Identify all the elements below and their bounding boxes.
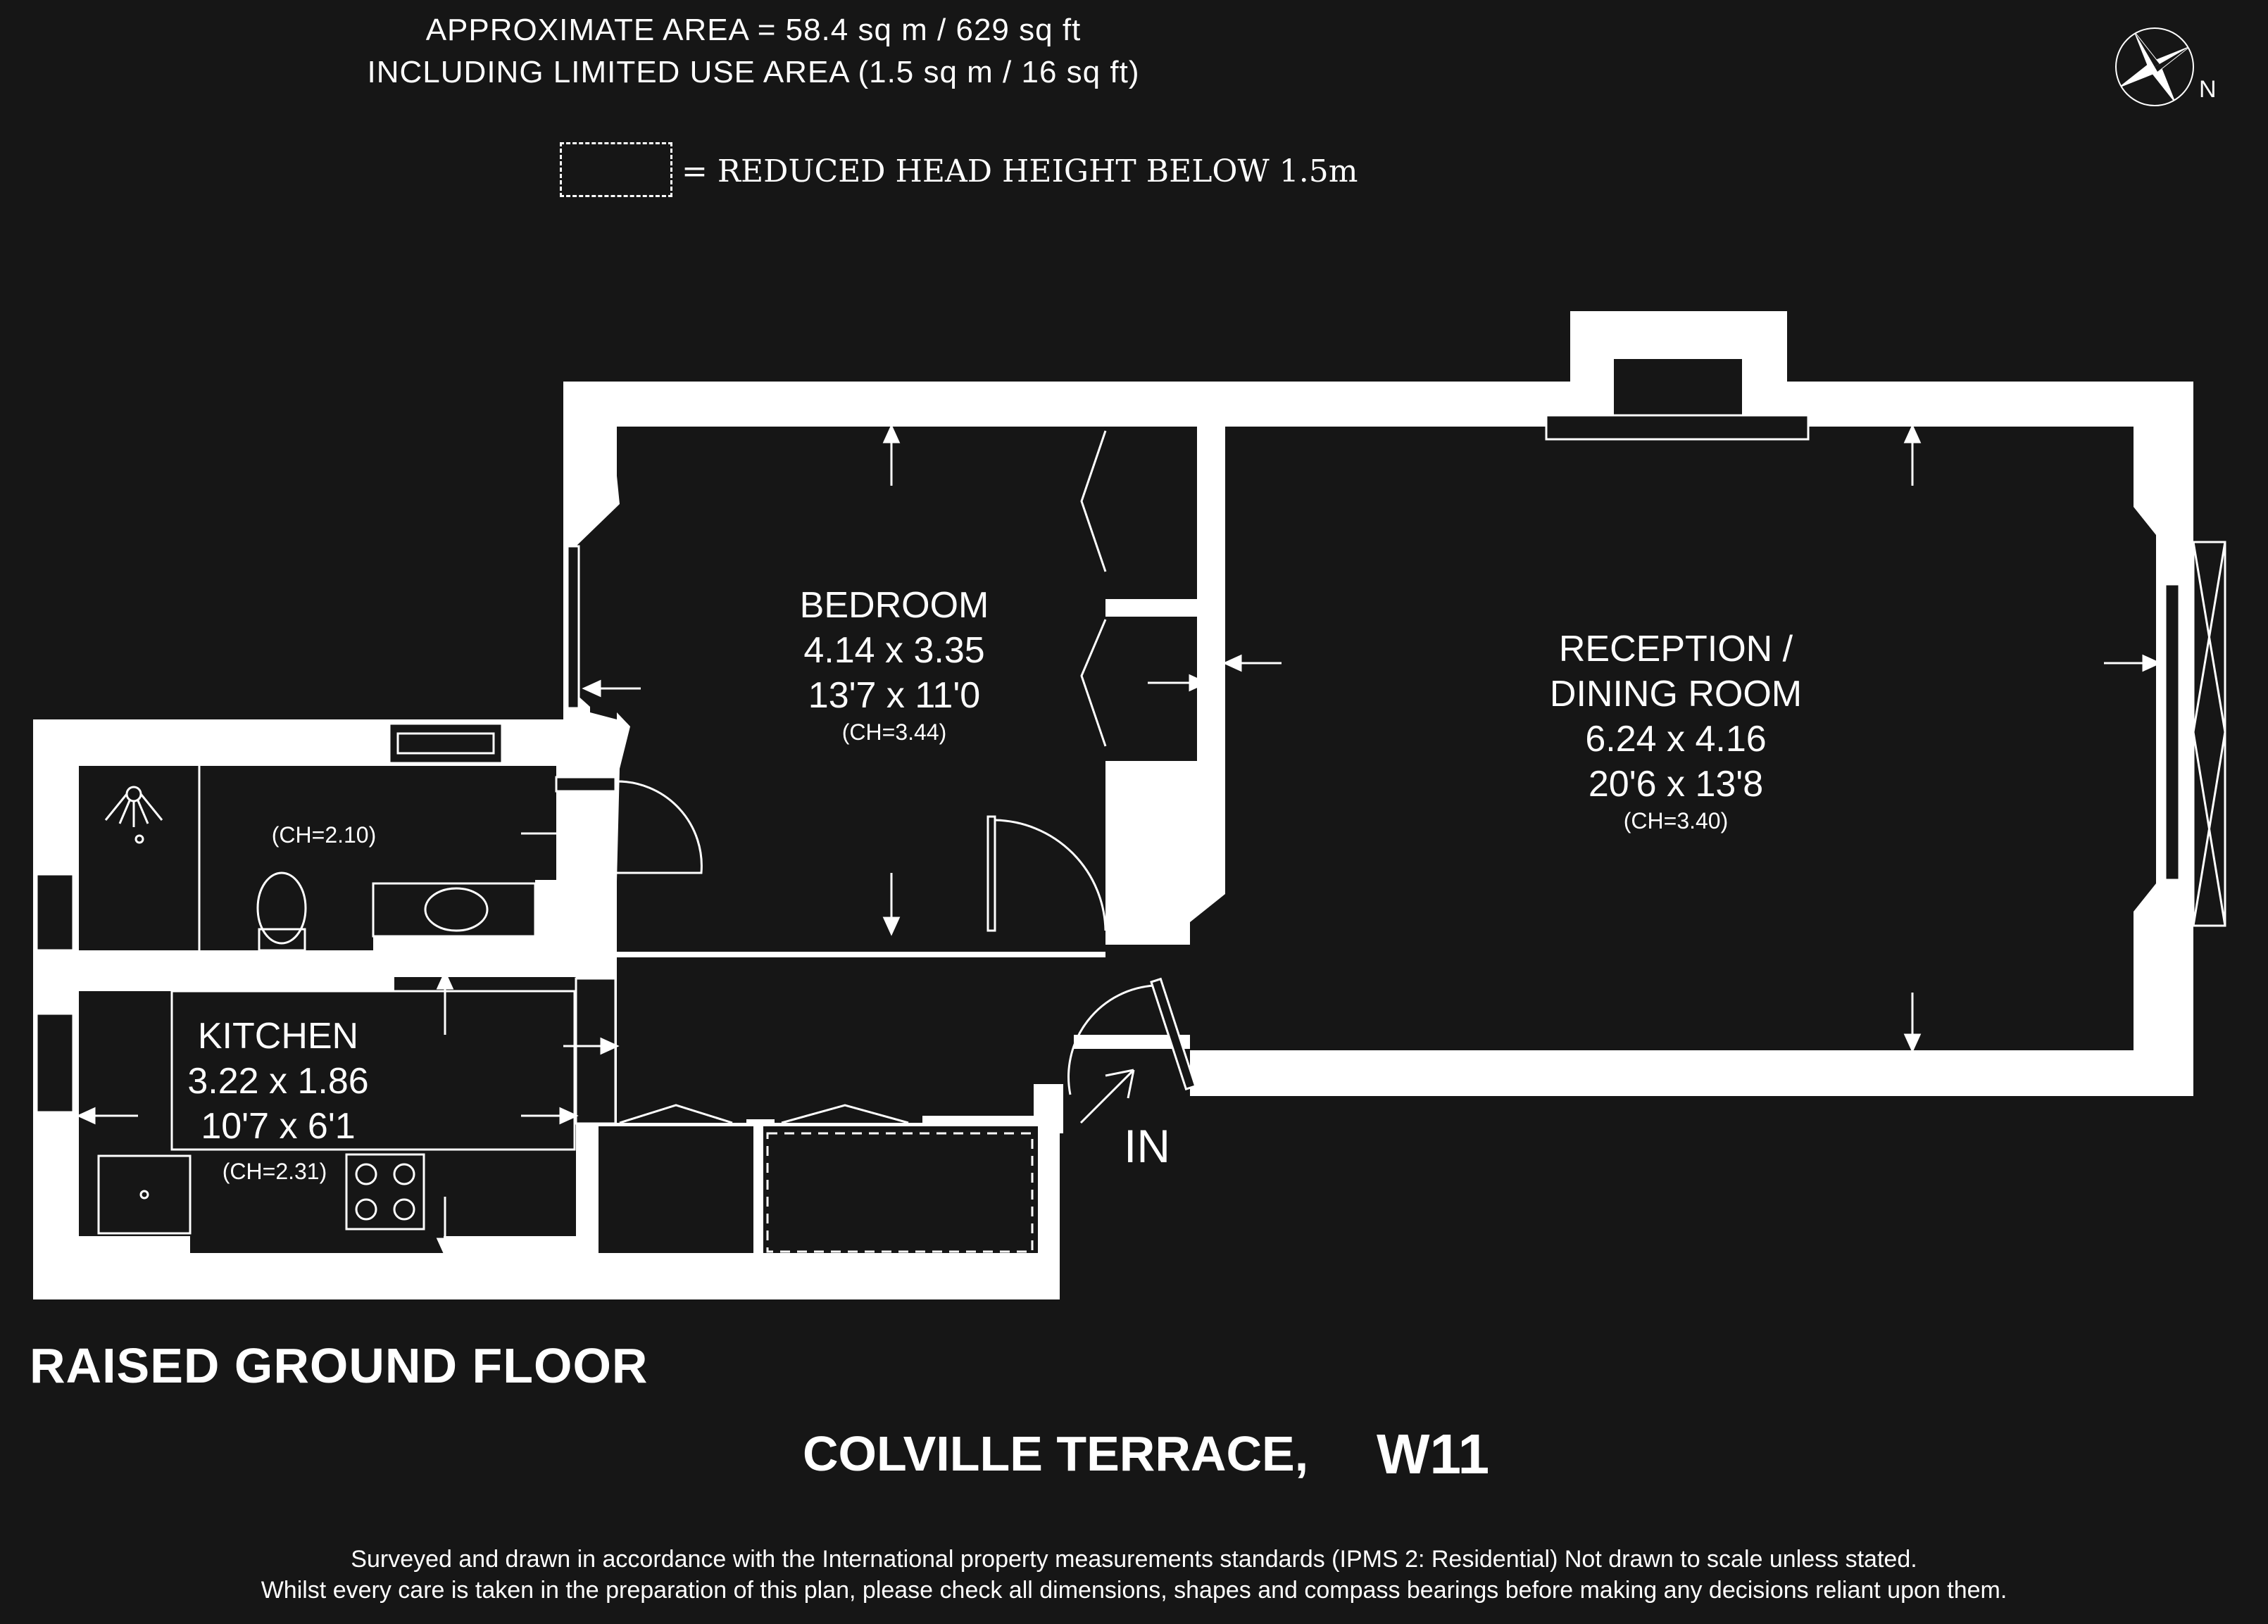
doors — [555, 776, 1197, 1124]
reduced-head-height-legend-text: = REDUCED HEAD HEIGHT BELOW 1.5m — [682, 153, 1358, 189]
windows — [35, 414, 2226, 1114]
compass-icon: N — [2115, 27, 2217, 106]
approximate-area: APPROXIMATE AREA = 58.4 sq m / 629 sq ft — [425, 13, 1082, 47]
kitchen-imperial: 10'7 x 6'1 — [201, 1106, 356, 1147]
kitchen-name: KITCHEN — [197, 1016, 359, 1057]
limited-use-area: INCLUDING LIMITED USE AREA (1.5 sq m / 1… — [367, 55, 1140, 89]
disclaimer-line2: Whilst every care is taken in the prepar… — [261, 1577, 2007, 1604]
compass-north-label: N — [2199, 76, 2217, 103]
bathroom-ceiling-height: (CH=2.10) — [271, 822, 377, 848]
bedroom-metric: 4.14 x 3.35 — [803, 630, 985, 671]
basin-unit — [372, 882, 537, 938]
dimension-arrows — [76, 424, 2162, 1257]
disclaimer-line1: Surveyed and drawn in accordance with th… — [351, 1546, 1917, 1573]
room-interiors — [79, 359, 2156, 1253]
reduced-head-height-legend-box — [560, 142, 672, 197]
sink-icon — [97, 1154, 192, 1235]
kitchen-label: KITCHEN 3.22 x 1.86 10'7 x 6'1 — [162, 1014, 394, 1149]
bedroom-name: BEDROOM — [799, 585, 989, 626]
reception-imperial: 20'6 x 13'8 — [1588, 764, 1764, 805]
bedroom-floor — [576, 427, 1105, 952]
kitchen-metric: 3.22 x 1.86 — [187, 1061, 369, 1102]
floor-title: RAISED GROUND FLOOR — [30, 1338, 649, 1393]
reduced-head-height-area — [766, 1132, 1034, 1253]
basin-icon — [424, 887, 489, 932]
bedroom-label: BEDROOM 4.14 x 3.35 13'7 x 11'0 (CH=3.44… — [746, 583, 1042, 746]
wardrobe-doors — [619, 430, 1107, 1124]
bathroom-fixtures — [104, 766, 537, 952]
entrance-label: IN — [1124, 1120, 1170, 1172]
reception-ceiling-height: (CH=3.40) — [1623, 808, 1729, 833]
kitchen-ceiling-height: (CH=2.31) — [222, 1159, 327, 1184]
bedroom-ceiling-height: (CH=3.44) — [841, 719, 947, 745]
kitchen-fixtures — [97, 977, 617, 1235]
reception-metric: 6.24 x 4.16 — [1585, 719, 1767, 760]
reception-name-line2: DINING ROOM — [1549, 674, 1803, 715]
reception-label: RECEPTION / DINING ROOM 6.24 x 4.16 20'6… — [1514, 627, 1838, 835]
address-postcode: W11 — [1377, 1423, 1490, 1485]
reception-name-line1: RECEPTION / — [1558, 629, 1793, 669]
hob-icon — [345, 1153, 425, 1230]
address-street: COLVILLE TERRACE, — [803, 1426, 1309, 1481]
bedroom-imperial: 13'7 x 11'0 — [808, 675, 981, 716]
toilet-icon — [256, 871, 307, 945]
